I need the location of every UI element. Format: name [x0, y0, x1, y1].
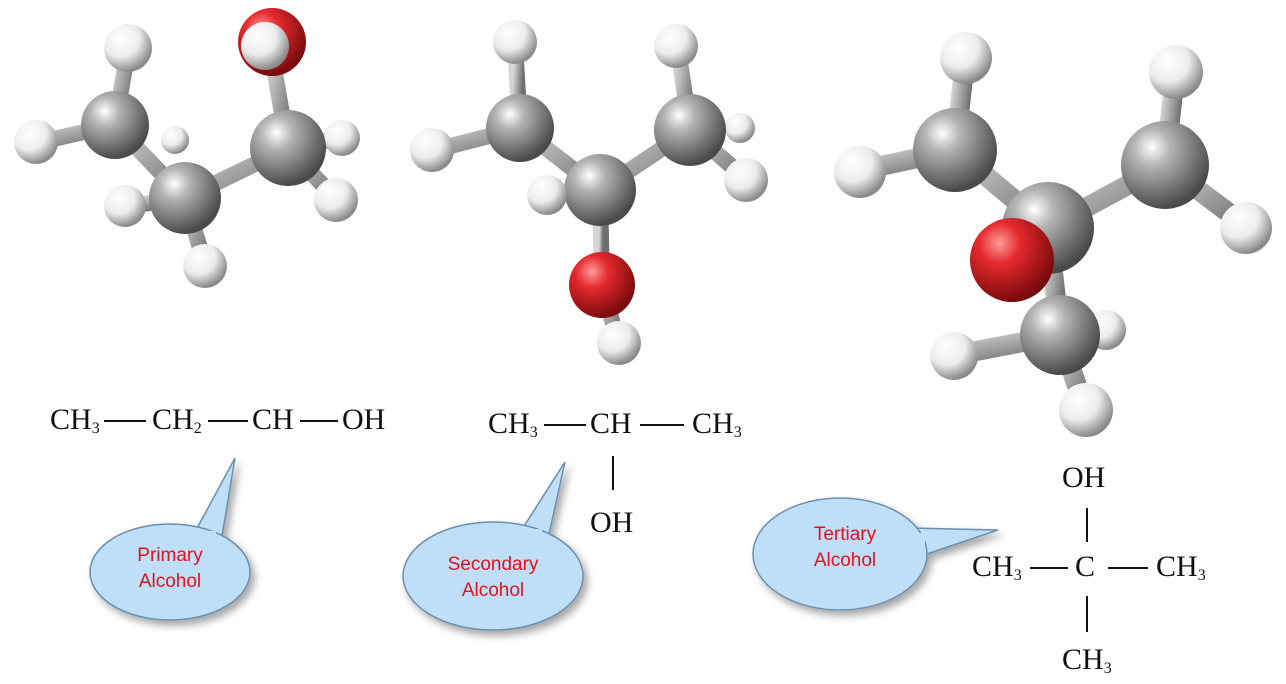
hydrogen-atom: [493, 20, 537, 64]
carbon-atom: [81, 91, 149, 159]
hydrogen-atom: [324, 120, 360, 156]
single-bond: [300, 420, 338, 422]
oxygen-atom: [569, 252, 635, 318]
formula-subscript: 3: [1013, 567, 1022, 584]
primary-alcohol-label: Primary Alcohol: [100, 543, 240, 595]
single-bond: [640, 424, 684, 426]
single-bond: [1086, 508, 1088, 542]
hydrogen-atom: [183, 244, 227, 288]
formula-group: CH: [692, 407, 734, 440]
formula-group: CH: [50, 403, 92, 436]
secondary-formula-center-ch: CH: [590, 409, 632, 439]
hydrogen-atom: [654, 24, 698, 68]
secondary-formula-oh: OH: [590, 508, 633, 538]
formula-group: CH: [488, 407, 530, 440]
carbon-atom: [913, 108, 997, 192]
single-bond: [1108, 567, 1148, 569]
tertiary-alcohol-molecule: [834, 32, 1272, 437]
single-bond: [208, 420, 248, 422]
carbon-atom: [1020, 295, 1100, 375]
label-line: Alcohol: [138, 571, 202, 592]
tertiary-formula-center-c: C: [1075, 552, 1095, 582]
formula-group: OH: [342, 403, 386, 436]
hydrogen-atom: [410, 128, 454, 172]
carbon-atom: [149, 162, 221, 234]
hydrogen-atom: [1059, 383, 1113, 437]
callout-bubble: [89, 523, 251, 621]
formula-subscript: 3: [733, 424, 742, 441]
primary-formula-ch2: CH2: [152, 405, 202, 437]
label-line: Alcohol: [813, 550, 877, 571]
formula-group: CH: [252, 403, 294, 436]
formula-group: CH: [1062, 643, 1104, 676]
hydrogen-atom: [940, 32, 992, 84]
hydrogen-atom: [1220, 202, 1272, 254]
hydrogen-atom: [314, 178, 358, 222]
formula-subscript: 3: [529, 424, 538, 441]
formula-group: OH: [590, 506, 634, 539]
formula-subscript: 2: [193, 420, 202, 437]
primary-formula-ch: CH: [252, 405, 294, 435]
tertiary-formula-left-ch3: CH3: [972, 552, 1022, 584]
hydrogen-atom: [834, 146, 886, 198]
primary-formula-ch3: CH3: [50, 405, 100, 437]
label-line: Secondary: [447, 554, 539, 575]
carbon-atom: [564, 154, 636, 226]
formula-group: C: [1075, 550, 1096, 583]
formula-subscript: 3: [91, 420, 100, 437]
formula-group: CH: [1156, 550, 1198, 583]
secondary-formula-left-ch3: CH3: [488, 409, 538, 441]
primary-alcohol-molecule: [14, 8, 360, 288]
hydrogen-atom: [597, 321, 641, 365]
carbon-atom: [654, 94, 726, 166]
single-bond: [1030, 567, 1068, 569]
formula-group: OH: [1062, 461, 1106, 494]
single-bond: [104, 420, 146, 422]
carbon-atom: [486, 94, 554, 162]
carbon-atom: [250, 110, 326, 186]
tertiary-formula-right-ch3: CH3: [1156, 552, 1206, 584]
secondary-formula-right-ch3: CH3: [692, 409, 742, 441]
formula-subscript: 3: [1197, 567, 1206, 584]
oxygen-atom: [970, 218, 1054, 302]
label-line: Tertiary: [813, 524, 877, 545]
hydrogen-atom: [161, 126, 189, 154]
formula-group: CH: [590, 407, 632, 440]
label-line: Alcohol: [461, 580, 525, 601]
tertiary-alcohol-label: Tertiary Alcohol: [765, 522, 925, 574]
hydrogen-atom: [1149, 45, 1203, 99]
hydrogen-atom: [104, 185, 146, 227]
single-bond: [544, 424, 586, 426]
formula-group: CH: [152, 403, 194, 436]
secondary-alcohol-molecule: [410, 20, 768, 365]
hydrogen-atom: [725, 113, 755, 143]
single-bond: [1086, 596, 1088, 632]
secondary-callout: [402, 461, 584, 631]
tertiary-callout: [752, 497, 999, 611]
hydrogen-atom: [527, 175, 567, 215]
carbon-atom: [1121, 121, 1209, 209]
label-line: Primary: [137, 545, 203, 566]
secondary-alcohol-label: Secondary Alcohol: [413, 552, 573, 604]
hydrogen-atom: [724, 158, 768, 202]
tertiary-formula-oh: OH: [1062, 463, 1105, 493]
formula-subscript: 3: [1103, 660, 1112, 677]
callout-bubble: [402, 521, 584, 631]
hydrogen-atom: [104, 24, 152, 72]
single-bond: [612, 456, 614, 490]
hydrogen-atom: [241, 22, 289, 70]
tertiary-formula-bottom-ch3: CH3: [1062, 645, 1112, 677]
hydrogen-atom: [14, 120, 58, 164]
hydrogen-atom: [930, 332, 978, 380]
formula-group: CH: [972, 550, 1014, 583]
primary-callout: [89, 457, 251, 621]
primary-formula-oh: OH: [342, 405, 385, 435]
callout-bubble: [752, 497, 928, 611]
